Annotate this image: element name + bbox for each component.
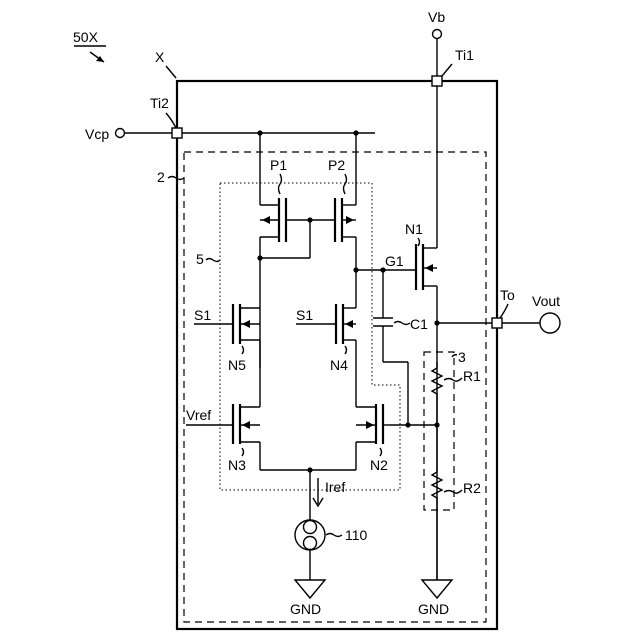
n3-label: N3 [228,457,246,473]
n2-label: N2 [370,457,388,473]
n5-leader [242,346,244,354]
chip-label: X [155,49,165,65]
c1-leader [394,322,410,325]
g1-label: G1 [385,253,404,269]
s1-right-label: S1 [296,307,313,323]
p1-leader [279,174,282,194]
n1-transistor [416,244,437,580]
r2-leader [444,490,462,493]
current-source-110 [295,520,325,580]
ti1-label: Ti1 [455,47,474,63]
gnd-right-symbol [422,580,452,598]
figure-ref-label: 50X [73,29,99,45]
iref-label: Iref [325,479,345,495]
chip-label-leader [166,66,176,78]
ti1-pad [432,76,442,86]
gnd-left-label: GND [290,601,321,617]
block-2-label: 2 [157,169,165,185]
n2-gate-node [405,422,410,427]
source-110-label: 110 [345,527,368,543]
p2-leader [344,174,347,194]
vb-terminal [433,30,442,39]
n3-leader [242,448,244,456]
p1-drain-node [257,255,262,260]
vcp-terminal [116,129,125,138]
n1-label: N1 [405,221,423,237]
to-label: To [500,287,515,303]
s1-left-label: S1 [194,307,211,323]
n4-transistor [336,304,356,407]
c1-capacitor [373,270,408,425]
to-pad [492,318,502,328]
vout-terminal [540,313,560,333]
vcp-label: Vcp [85,126,109,142]
n1-leader [418,238,420,246]
ti2-label: Ti2 [150,95,169,111]
block-5-leader [206,259,220,262]
vref-label: Vref [186,407,211,423]
n5-transistor [233,304,260,344]
block-3-label: 3 [458,349,466,365]
n4-label: N4 [330,357,348,373]
p2-label: P2 [328,157,345,173]
c1-label: C1 [410,316,428,332]
block-3-leader [452,355,457,357]
r2-label: R2 [463,480,481,496]
r1-label: R1 [463,368,481,384]
vout-label: Vout [532,293,560,309]
p1-label: P1 [270,157,287,173]
ti1-leader [442,64,452,76]
vb-label: Vb [428,9,445,25]
n5-label: N5 [228,357,246,373]
r1-leader [444,378,462,381]
block-5-label: 5 [196,251,204,267]
n4-leader [345,346,347,354]
gnd-right-label: GND [418,601,449,617]
ti2-pad [172,128,182,138]
gnd-left-symbol [295,580,325,598]
source-110-leader [326,534,342,537]
block-3-boundary [424,352,454,510]
to-leader [500,304,508,318]
r2-resistor [432,425,442,580]
n2-leader [380,448,382,456]
ti2-leader [166,113,176,128]
